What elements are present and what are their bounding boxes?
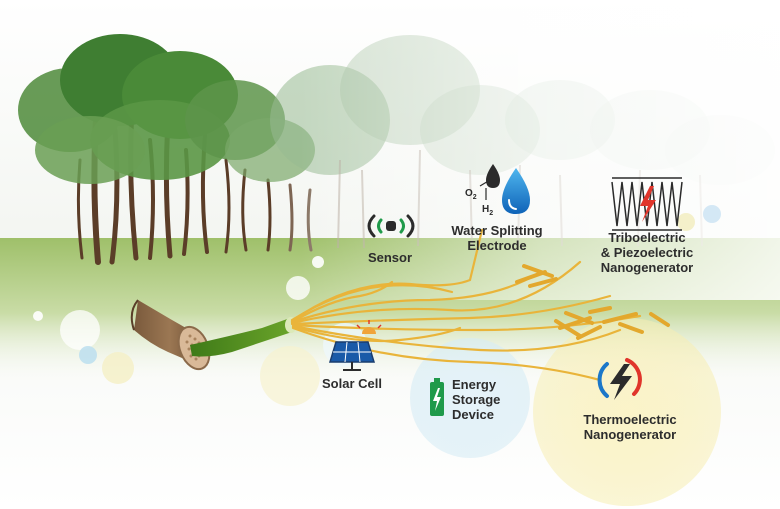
bokeh-bubbles	[33, 205, 721, 406]
label-line: Sensor	[367, 250, 413, 265]
thermo-lightning-icon	[597, 358, 642, 400]
label-line: Nanogenerator	[583, 427, 677, 442]
label-line: Solar Cell	[322, 376, 382, 391]
label-line: Nanogenerator	[600, 260, 694, 275]
label-line: Energy	[452, 377, 497, 392]
solar-cell-label: Solar Cell	[312, 376, 392, 391]
thermoelectric-label: Thermoelectric Nanogenerator	[560, 412, 700, 442]
nanofibers	[290, 228, 642, 382]
label-line: Storage	[452, 392, 501, 407]
haze-overlay	[300, 0, 780, 300]
battery-icon	[430, 378, 444, 416]
label-line: & Piezoelectric	[600, 245, 694, 260]
label-line: Triboelectric	[608, 230, 686, 245]
o2-formula: O2	[465, 188, 477, 201]
energy-storage-glow	[410, 338, 530, 458]
label-line: Device	[452, 407, 494, 422]
thermoelectric-glow	[533, 318, 721, 506]
label-line: Electrode	[467, 238, 527, 253]
label-line: Thermoelectric	[583, 412, 677, 427]
water-splitting-label: Water Splitting Electrode	[442, 223, 552, 253]
sensor-label: Sensor	[355, 250, 425, 265]
h2-formula: H2	[482, 204, 493, 217]
solar-panel-icon	[328, 320, 382, 371]
sensor-icon	[367, 214, 415, 238]
green-fiber-bundle	[190, 318, 292, 357]
short-fibers	[515, 264, 670, 340]
triboelectric-label: Triboelectric & Piezoelectric Nanogenera…	[582, 230, 712, 275]
water-drop-icon: O2 H2	[465, 164, 530, 217]
energy-storage-label: Energy Storage Device	[452, 377, 512, 422]
zigzag-lightning-icon	[611, 177, 683, 231]
label-line: Water Splitting	[451, 223, 543, 238]
